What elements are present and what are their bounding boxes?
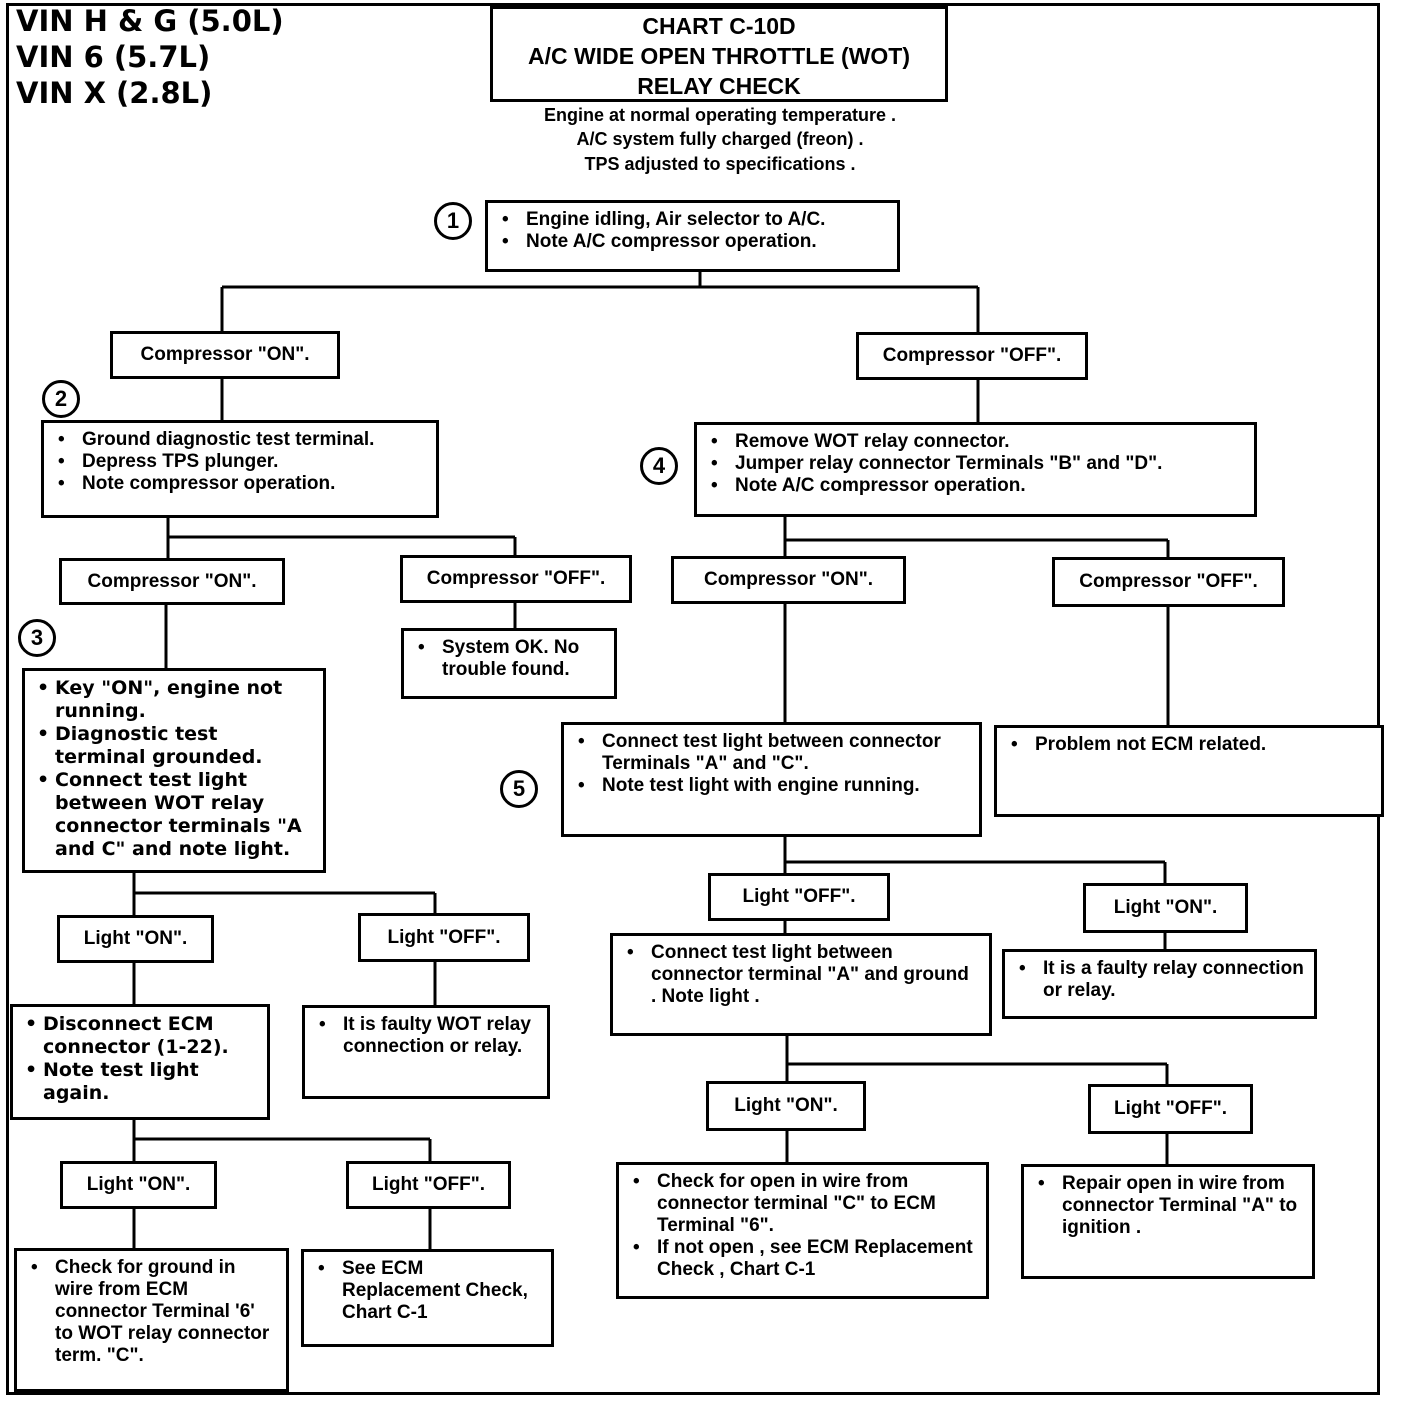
bullet-item: Note A/C compressor operation. — [707, 475, 1244, 497]
condition-1: Engine at normal operating temperature . — [543, 105, 897, 125]
light-off-box-5: Light "OFF". — [708, 873, 890, 921]
connector-step4 — [783, 515, 1170, 559]
compressor-off-box-1: Compressor "OFF". — [856, 332, 1088, 380]
bullet-item: Note A/C compressor operation. — [498, 231, 887, 253]
bullet-item: Problem not ECM related. — [1007, 734, 1371, 756]
bullet-item: Disconnect ECM connector (1-22). — [23, 1013, 257, 1059]
bullet-list: Check for ground in wire from ECM connec… — [27, 1257, 276, 1367]
light-on-box-3: Light "ON". — [57, 915, 214, 963]
step2-box: Ground diagnostic test terminal.Depress … — [41, 420, 439, 518]
bullet-item: Check for open in wire from connector te… — [629, 1171, 976, 1237]
bullet-item: Repair open in wire from connector Termi… — [1034, 1173, 1302, 1239]
bullet-item: Connect test light between connector ter… — [623, 942, 979, 1008]
vin-label-1: VIN H & G (5.0L) — [16, 4, 284, 38]
step1-box: Engine idling, Air selector to A/C.Note … — [485, 200, 900, 272]
bullet-list: Engine idling, Air selector to A/C.Note … — [498, 209, 887, 253]
compressor-on-box-r: Compressor "ON". — [671, 556, 906, 604]
step-marker-4: 4 — [640, 447, 678, 485]
light-off-box-4: Light "OFF". — [346, 1161, 511, 1209]
connector-step3 — [132, 871, 437, 917]
bullet-item: See ECM Replacement Check, Chart C-1 — [314, 1258, 541, 1324]
bullet-item: Key "ON", engine not running. — [35, 677, 313, 723]
diagram-frame — [6, 3, 1380, 1395]
bullet-list: System OK. No trouble found. — [414, 637, 604, 681]
step5-box: Connect test light between connector Ter… — [561, 722, 982, 837]
vin-label-3: VIN X (2.8L) — [16, 76, 213, 110]
bullet-list: Key "ON", engine not running.Diagnostic … — [35, 677, 313, 861]
compressor-off-box-2: Compressor "OFF". — [400, 555, 632, 603]
connect-ground-box: Connect test light between connector ter… — [610, 933, 992, 1036]
connector-step5 — [783, 836, 1167, 885]
bullet-item: Diagnostic test terminal grounded. — [35, 723, 313, 769]
bullet-item: Ground diagnostic test terminal. — [54, 429, 426, 451]
bullet-item: Check for ground in wire from ECM connec… — [27, 1257, 276, 1367]
faulty-relay-box: It is a faulty relay connection or relay… — [1002, 949, 1317, 1019]
bullet-item: Note test light with engine running. — [574, 775, 969, 797]
bullet-list: It is a faulty relay connection or relay… — [1015, 958, 1304, 1002]
condition-3: TPS adjusted to specifications . — [584, 154, 856, 174]
bullet-list: Remove WOT relay connector.Jumper relay … — [707, 431, 1244, 497]
chart-title-box: CHART C-10D A/C WIDE OPEN THROTTLE (WOT)… — [490, 6, 948, 102]
compressor-on-box-1: Compressor "ON". — [110, 331, 340, 379]
light-off-box-3: Light "OFF". — [358, 913, 530, 962]
condition-2: A/C system fully charged (freon) . — [576, 129, 864, 149]
step3-box: Key "ON", engine not running.Diagnostic … — [22, 668, 326, 873]
bullet-list: Disconnect ECM connector (1-22).Note tes… — [23, 1013, 257, 1105]
see-ecm-box: See ECM Replacement Check, Chart C-1 — [301, 1249, 554, 1347]
connector-step2 — [166, 516, 517, 560]
bullet-list: Problem not ECM related. — [1007, 734, 1371, 756]
repair-open-box: Repair open in wire from connector Termi… — [1021, 1164, 1315, 1279]
bullet-list: It is faulty WOT relay connection or rel… — [315, 1014, 537, 1058]
check-ground-box: Check for ground in wire from ECM connec… — [14, 1248, 289, 1392]
step-marker-3: 3 — [18, 619, 56, 657]
check-open-box: Check for open in wire from connector te… — [616, 1162, 989, 1299]
bullet-list: Repair open in wire from connector Termi… — [1034, 1173, 1302, 1239]
step-marker-2: 2 — [42, 380, 80, 418]
bullet-item: Connect test light between WOT relay con… — [35, 769, 313, 861]
bullet-list: Ground diagnostic test terminal.Depress … — [54, 429, 426, 495]
step4-box: Remove WOT relay connector.Jumper relay … — [694, 422, 1257, 517]
light-on-box-4: Light "ON". — [60, 1161, 217, 1209]
bullet-item: It is faulty WOT relay connection or rel… — [315, 1014, 537, 1058]
light-off-box-6: Light "OFF". — [1088, 1084, 1253, 1134]
system-ok-box: System OK. No trouble found. — [401, 628, 617, 699]
bullet-item: Remove WOT relay connector. — [707, 431, 1244, 453]
not-ecm-related-box: Problem not ECM related. — [994, 725, 1384, 817]
light-on-box-5: Light "ON". — [1083, 883, 1248, 933]
bullet-item: It is a faulty relay connection or relay… — [1015, 958, 1304, 1002]
step-marker-1: 1 — [434, 202, 472, 240]
chart-title-line-2: A/C WIDE OPEN THROTTLE (WOT) — [527, 43, 910, 69]
bullet-list: Connect test light between connector Ter… — [574, 731, 969, 797]
bullet-item: Engine idling, Air selector to A/C. — [498, 209, 887, 231]
faulty-wot-box: It is faulty WOT relay connection or rel… — [302, 1005, 550, 1099]
disconnect-ecm-box: Disconnect ECM connector (1-22).Note tes… — [10, 1004, 270, 1120]
bullet-item: Depress TPS plunger. — [54, 451, 426, 473]
compressor-on-box-2: Compressor "ON". — [59, 558, 285, 605]
chart-title-line-3: RELAY CHECK — [637, 73, 801, 99]
connector-step1 — [220, 270, 980, 333]
bullet-item: If not open , see ECM Replacement Check … — [629, 1237, 976, 1281]
bullet-list: Connect test light between connector ter… — [623, 942, 979, 1008]
bullet-item: Note compressor operation. — [54, 473, 426, 495]
chart-title-line-1: CHART C-10D — [642, 13, 796, 39]
bullet-list: Check for open in wire from connector te… — [629, 1171, 976, 1281]
bullet-item: Note test light again. — [23, 1059, 257, 1105]
light-on-box-6: Light "ON". — [706, 1081, 866, 1131]
bullet-item: System OK. No trouble found. — [414, 637, 604, 681]
connector-ground — [785, 1035, 1169, 1086]
bullet-item: Jumper relay connector Terminals "B" and… — [707, 453, 1244, 475]
compressor-off-box-r: Compressor "OFF". — [1052, 557, 1285, 607]
vin-label-2: VIN 6 (5.7L) — [16, 40, 211, 74]
step-marker-5: 5 — [500, 770, 538, 808]
bullet-item: Connect test light between connector Ter… — [574, 731, 969, 775]
connector-disconnect — [132, 1118, 432, 1162]
bullet-list: See ECM Replacement Check, Chart C-1 — [314, 1258, 541, 1324]
